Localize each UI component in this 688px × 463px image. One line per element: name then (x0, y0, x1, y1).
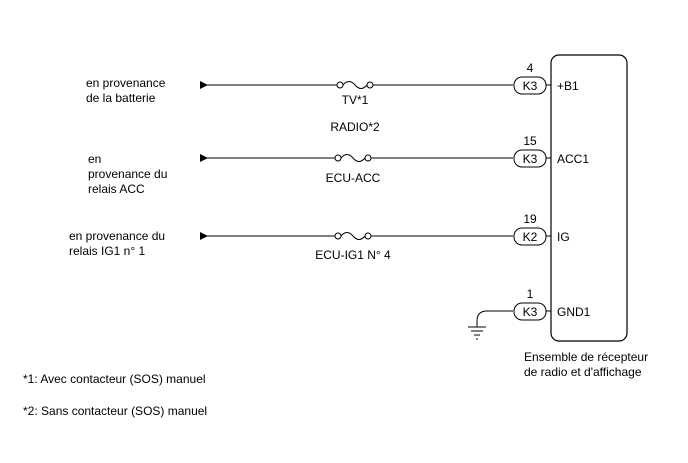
connector-pin-acc1 (513, 149, 551, 168)
connector-pin-b1 (513, 76, 551, 95)
terminal-name: ACC1 (557, 152, 589, 166)
source-label: en provenance du (69, 229, 165, 243)
connector-pin-gnd1 (513, 302, 551, 321)
connector-pin-ig (513, 227, 551, 246)
fuse-label: ECU-ACC (326, 171, 381, 185)
wire-ground (476, 310, 513, 327)
source-label: en (88, 152, 101, 166)
terminal-name: IG (557, 230, 570, 244)
arrow-acc (200, 154, 208, 162)
component-name: Ensemble de récepteur (524, 350, 648, 364)
source-label: de la batterie (86, 91, 156, 105)
arrow-battery (200, 81, 208, 89)
fuse-tv (336, 81, 374, 89)
terminal-name: GND1 (557, 305, 591, 319)
fuse-ecu-acc (334, 154, 372, 162)
circuit-ig (200, 232, 513, 240)
terminal-name: +B1 (557, 79, 579, 93)
fuse-label: ECU-IG1 N° 4 (315, 248, 391, 262)
pin-number: 4 (527, 61, 534, 75)
circuit-battery (200, 81, 513, 89)
pin-number: 15 (523, 134, 537, 148)
ground-icon (468, 326, 486, 340)
source-label: en provenance (86, 76, 166, 90)
circuit-ground (468, 310, 513, 340)
footnote-2: *2: Sans contacteur (SOS) manuel (23, 404, 208, 418)
connector-code: K3 (523, 152, 538, 166)
connector-code: K3 (523, 305, 538, 319)
fuse-label: TV*1 (342, 93, 369, 107)
connector-code: K3 (523, 79, 538, 93)
pin-number: 1 (527, 287, 534, 301)
connector-code: K2 (523, 230, 538, 244)
radio-fuse-label: RADIO*2 (330, 120, 380, 134)
source-label: relais ACC (88, 182, 145, 196)
circuit-acc (200, 154, 513, 162)
component-name: de radio et d'affichage (524, 365, 642, 379)
source-label: provenance du (88, 167, 167, 181)
fuse-ecu-ig1 (334, 232, 372, 240)
arrow-ig (200, 232, 208, 240)
footnote-1: *1: Avec contacteur (SOS) manuel (23, 372, 206, 386)
pin-number: 19 (523, 212, 537, 226)
source-label: relais IG1 n° 1 (69, 244, 145, 258)
receiver-box (550, 54, 628, 342)
